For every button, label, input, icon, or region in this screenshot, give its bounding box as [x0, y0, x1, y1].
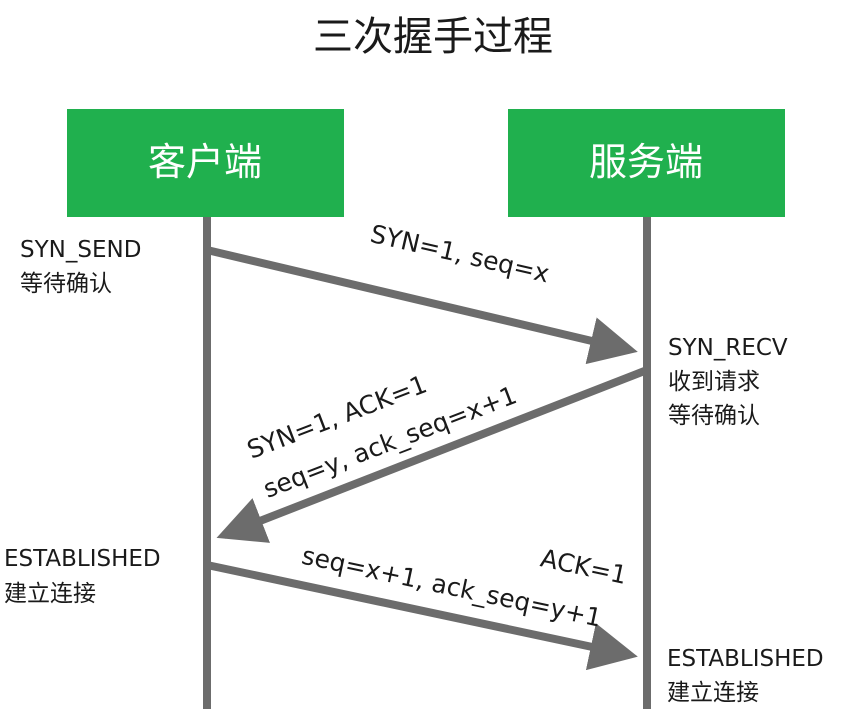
- state-line: SYN_SEND: [20, 237, 141, 263]
- client-state-syn-send: SYN_SEND 等待确认: [20, 237, 141, 297]
- server-state-syn-recv: SYN_RECV 收到请求 等待确认: [668, 335, 788, 429]
- message-text: ACK=1: [538, 543, 629, 590]
- state-line: 建立连接: [667, 680, 759, 706]
- client-box: 客户端: [67, 109, 344, 217]
- state-line: 建立连接: [4, 581, 96, 607]
- message-arrow-syn: [206, 246, 638, 365]
- client-box-rect: [67, 109, 344, 217]
- diagram-title: 三次握手过程: [313, 14, 553, 60]
- server-box: 服务端: [508, 109, 785, 217]
- server-state-established: ESTABLISHED 建立连接: [667, 646, 824, 706]
- state-line: 收到请求: [668, 369, 760, 395]
- message-text: SYN=1, seq=x: [368, 219, 552, 288]
- message-label-syn: SYN=1, seq=x: [368, 219, 552, 288]
- client-state-established: ESTABLISHED 建立连接: [4, 546, 161, 607]
- client-box-label: 客户端: [148, 140, 262, 184]
- server-box-label: 服务端: [589, 140, 703, 184]
- state-line: ESTABLISHED: [4, 546, 161, 572]
- state-line: SYN_RECV: [668, 335, 788, 361]
- server-box-rect: [508, 109, 785, 217]
- state-line: 等待确认: [668, 403, 760, 429]
- state-line: ESTABLISHED: [667, 646, 824, 672]
- message-arrow-ack: [206, 561, 638, 671]
- message-arrow-syn-ack: [216, 366, 649, 543]
- state-line: 等待确认: [20, 271, 112, 297]
